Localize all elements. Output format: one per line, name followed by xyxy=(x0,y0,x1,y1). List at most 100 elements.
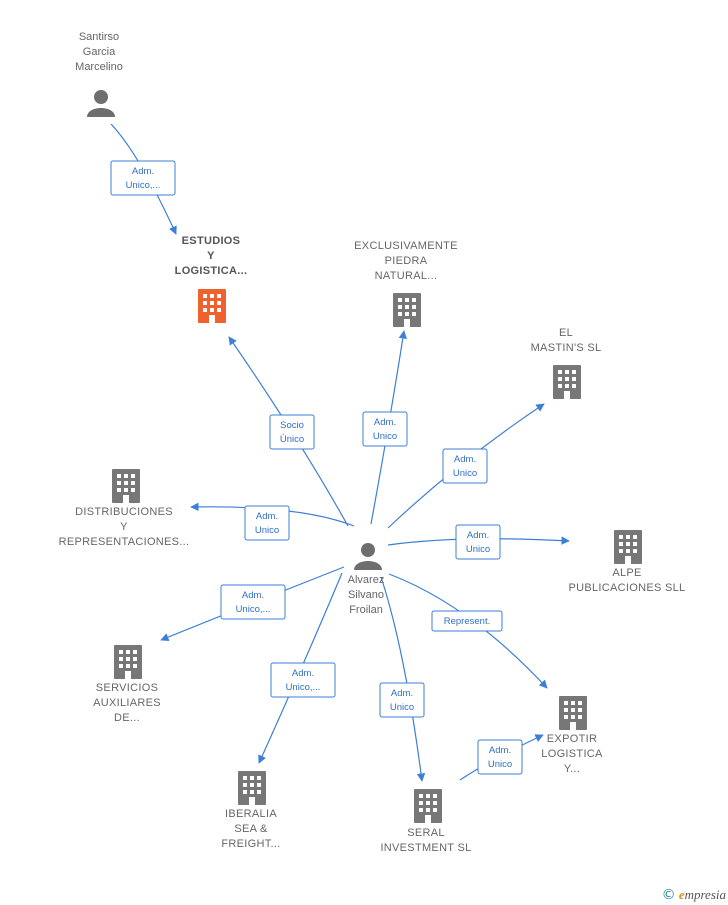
node-label: SEA & xyxy=(234,823,268,835)
brand-initial: e xyxy=(678,887,685,902)
edge-label-text: Unico,... xyxy=(286,682,321,693)
edge-label-text: Adm. xyxy=(256,511,278,522)
edge-label-text: Unico,... xyxy=(126,180,161,191)
node-expotir[interactable]: EXPOTIR LOGISTICA Y... xyxy=(541,696,603,775)
node-iberalia[interactable]: IBERALIA SEA & FREIGHT... xyxy=(221,771,280,850)
edge-label-text: Adm. xyxy=(242,590,264,601)
edge-label-text: Unico xyxy=(373,431,397,442)
node-exclusivamente[interactable]: EXCLUSIVAMENTE PIEDRA NATURAL... xyxy=(354,240,458,327)
edge-label-box xyxy=(269,414,315,450)
edge-label-text: Adm. xyxy=(489,745,511,756)
node-label: Alvarez xyxy=(348,574,385,586)
edge-label-text: Adm. xyxy=(391,688,413,699)
building-icon[interactable] xyxy=(112,469,140,503)
edge-label-text: Unico xyxy=(488,759,512,770)
edge-label-text: Unico xyxy=(466,544,490,555)
edge-label-text: Unico xyxy=(390,702,414,713)
node-label: IBERALIA xyxy=(225,808,277,820)
edge-label-box xyxy=(244,505,290,541)
node-label: Y xyxy=(120,521,128,533)
brand-name: mpresia xyxy=(684,887,726,902)
edge-alvarez-iberalia[interactable]: Adm. Unico,... xyxy=(258,572,343,764)
node-label: LOGISTICA... xyxy=(175,265,248,277)
node-label: ESTUDIOS xyxy=(182,235,241,247)
edge-label-text: Adm. xyxy=(467,530,489,541)
edge-label-box xyxy=(442,448,488,484)
edge-label-box xyxy=(270,662,336,698)
building-icon[interactable] xyxy=(553,365,581,399)
node-servicios[interactable]: SERVICIOS AUXILIARES DE... xyxy=(93,645,161,724)
building-icon[interactable] xyxy=(614,530,642,564)
edge-label-box xyxy=(431,610,503,632)
edge-alvarez-elmastin[interactable]: Adm. Unico xyxy=(387,403,545,529)
node-label: LOGISTICA xyxy=(541,748,603,760)
node-label: Froilan xyxy=(349,604,383,616)
edge-alvarez-expotir[interactable]: Represent. xyxy=(388,573,548,689)
edge-alvarez-exclusivamente[interactable]: Adm. Unico xyxy=(362,330,408,525)
node-label: NATURAL... xyxy=(375,270,438,282)
node-label: Y xyxy=(207,250,215,262)
edge-line xyxy=(380,576,426,782)
building-icon[interactable] xyxy=(414,789,442,823)
edge-label-text: Adm. xyxy=(374,417,396,428)
building-icon[interactable] xyxy=(198,289,226,323)
edge-label-box xyxy=(362,411,408,447)
edge-label-box xyxy=(477,739,523,775)
edge-alvarez-alpe[interactable]: Adm. Unico xyxy=(387,524,570,560)
person-icon[interactable] xyxy=(354,543,382,570)
edge-label-text: Único xyxy=(280,434,304,445)
node-label: AUXILIARES xyxy=(93,697,161,709)
edge-label-box xyxy=(220,584,286,620)
edge-label-text: Unico xyxy=(453,468,477,479)
node-label: EXCLUSIVAMENTE xyxy=(354,240,458,252)
node-label: DE... xyxy=(114,712,140,724)
node-label: Santirso xyxy=(79,31,119,43)
node-elmastin[interactable]: EL MASTIN'S SL xyxy=(531,327,602,399)
edge-label-text: Socio xyxy=(280,420,304,431)
building-icon[interactable] xyxy=(114,645,142,679)
edge-label-box xyxy=(110,160,176,196)
edge-label-text: Unico xyxy=(255,525,279,536)
edge-label-text: Unico,... xyxy=(236,604,271,615)
node-label: PIEDRA xyxy=(385,255,428,267)
node-label: PUBLICACIONES SLL xyxy=(569,582,686,594)
node-label: Y... xyxy=(564,763,580,775)
edge-label-box xyxy=(379,682,425,718)
node-label: Marcelino xyxy=(75,61,123,73)
edge-santirso-estudios[interactable]: Adm.Unico,... xyxy=(110,123,177,235)
node-label: SERAL xyxy=(407,827,445,839)
edge-alvarez-distribuciones[interactable]: Adm. Unico xyxy=(190,502,355,541)
node-label: FREIGHT... xyxy=(221,838,280,850)
edge-label-text: Adm. xyxy=(292,668,314,679)
node-label: EXPOTIR xyxy=(547,733,597,745)
node-label: SERVICIOS xyxy=(96,682,158,694)
node-label: Silvano xyxy=(348,589,384,601)
brand-footer: © empresia xyxy=(662,887,726,903)
person-icon[interactable] xyxy=(87,90,115,117)
edge-label-box xyxy=(455,524,501,560)
edge-label-text: Adm. xyxy=(454,454,476,465)
node-label: EL xyxy=(559,327,573,339)
building-icon[interactable] xyxy=(559,696,587,730)
node-alpe[interactable]: ALPE PUBLICACIONES SLL xyxy=(569,530,686,594)
node-estudios[interactable]: ESTUDIOS Y LOGISTICA... xyxy=(175,235,248,323)
edge-line xyxy=(258,572,343,764)
node-distribuciones[interactable]: DISTRIBUCIONESYREPRESENTACIONES... xyxy=(59,469,190,548)
node-label: MASTIN'S SL xyxy=(531,342,602,354)
edge-seral-expotir[interactable]: Adm. Unico xyxy=(459,734,544,781)
edge-alvarez-seral[interactable]: Adm. Unico xyxy=(379,576,426,782)
node-seral[interactable]: SERAL INVESTMENT SL xyxy=(380,789,471,854)
node-label: DISTRIBUCIONES xyxy=(75,506,173,518)
edge-alvarez-servicios[interactable]: Adm. Unico,... xyxy=(160,566,345,642)
node-label: ALPE xyxy=(612,567,641,579)
building-icon[interactable] xyxy=(238,771,266,805)
building-icon[interactable] xyxy=(393,293,421,327)
copyright-icon: © xyxy=(661,887,676,903)
edges-layer: Adm.Unico,...SocioÚnicoAdm.UnicoAdm.Unic… xyxy=(110,123,570,782)
node-label: INVESTMENT SL xyxy=(380,842,471,854)
